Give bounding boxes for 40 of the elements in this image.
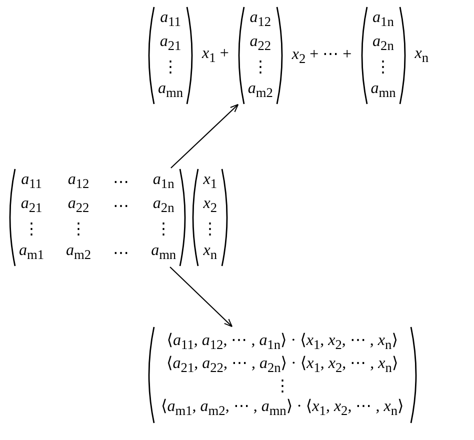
- matrix-entry: ⋮: [202, 220, 218, 240]
- matrix-entry: a$_{12}$: [68, 171, 90, 192]
- dot-product-row-text: ⟨a$_{m1}$, a$_{m2}$, ⋯ , a$_{mn}$⟩ · ⟨x$_{1}$, x$_{2}$, ⋯ , x$_{n}$⟩: [161, 397, 404, 420]
- matrix-entry: ⋮: [252, 58, 268, 78]
- arrow: [170, 104, 239, 168]
- matrix-entry: a$_{2n}$: [152, 195, 174, 216]
- matrix-entry: ⋮: [375, 58, 392, 78]
- matrix-entry: a$_{m2}$: [66, 242, 92, 264]
- matrix-entry: ⋮: [162, 58, 179, 78]
- math-term: x$_{2}$ + ⋯ +: [290, 44, 353, 67]
- matrix-entry: ⋯: [113, 172, 130, 192]
- matrix-entry: ⋮: [156, 220, 172, 240]
- arrow: [170, 266, 233, 328]
- matrix-entry: ⋯: [113, 244, 130, 263]
- matrix-entry: a$_{11}$: [21, 171, 42, 192]
- dot-product-row-text: ⟨a$_{21}$, a$_{22}$, ⋯ , a$_{2n}$⟩ · ⟨x$_{1}$, x$_{2}$, ⋯ , x$_{n}$⟩: [166, 354, 398, 376]
- matrix-entry: a$_{1n}$: [152, 171, 174, 192]
- matrix-entry: a$_{2n}$: [372, 33, 394, 54]
- matrix-entry: a$_{mn}$: [158, 80, 184, 102]
- matrix-entry: x$_{2}$: [203, 195, 217, 216]
- dot-product-row-text: ⋮: [274, 377, 290, 396]
- matrix-entry: a$_{mn}$: [151, 242, 176, 264]
- matrix-entry: x$_{n}$: [203, 242, 217, 264]
- dot-product-row-text: ⟨a$_{11}$, a$_{12}$, ⋯ , a$_{1n}$⟩ · ⟨x$_{1}$, x$_{2}$, ⋯ , x$_{n}$⟩: [166, 331, 398, 354]
- matrix-entry: a$_{m2}$: [248, 80, 273, 102]
- matrix-entry: a$_{12}$: [250, 9, 272, 30]
- matrix-entry: a$_{1n}$: [372, 9, 394, 30]
- matrix-entry: a$_{11}$: [160, 9, 181, 30]
- matrix-entry: a$_{m1}$: [19, 242, 44, 264]
- math-term: x$_{n}$: [414, 44, 430, 66]
- matrix-entry: a$_{21}$: [20, 195, 42, 216]
- matrix-entry: a$_{22}$: [250, 33, 272, 54]
- matrix-entry: ⋯: [113, 196, 130, 216]
- matrix-entry: a$_{mn}$: [370, 80, 396, 102]
- matrix-entry: ⋮: [70, 220, 87, 240]
- matrix-entry: x$_{1}$: [203, 171, 217, 192]
- matrix-entry: a$_{21}$: [160, 33, 182, 54]
- math-term: x$_{1}$ +: [200, 44, 230, 66]
- matrix-entry: ⋮: [24, 220, 40, 240]
- matrix-entry: a$_{22}$: [68, 195, 90, 216]
